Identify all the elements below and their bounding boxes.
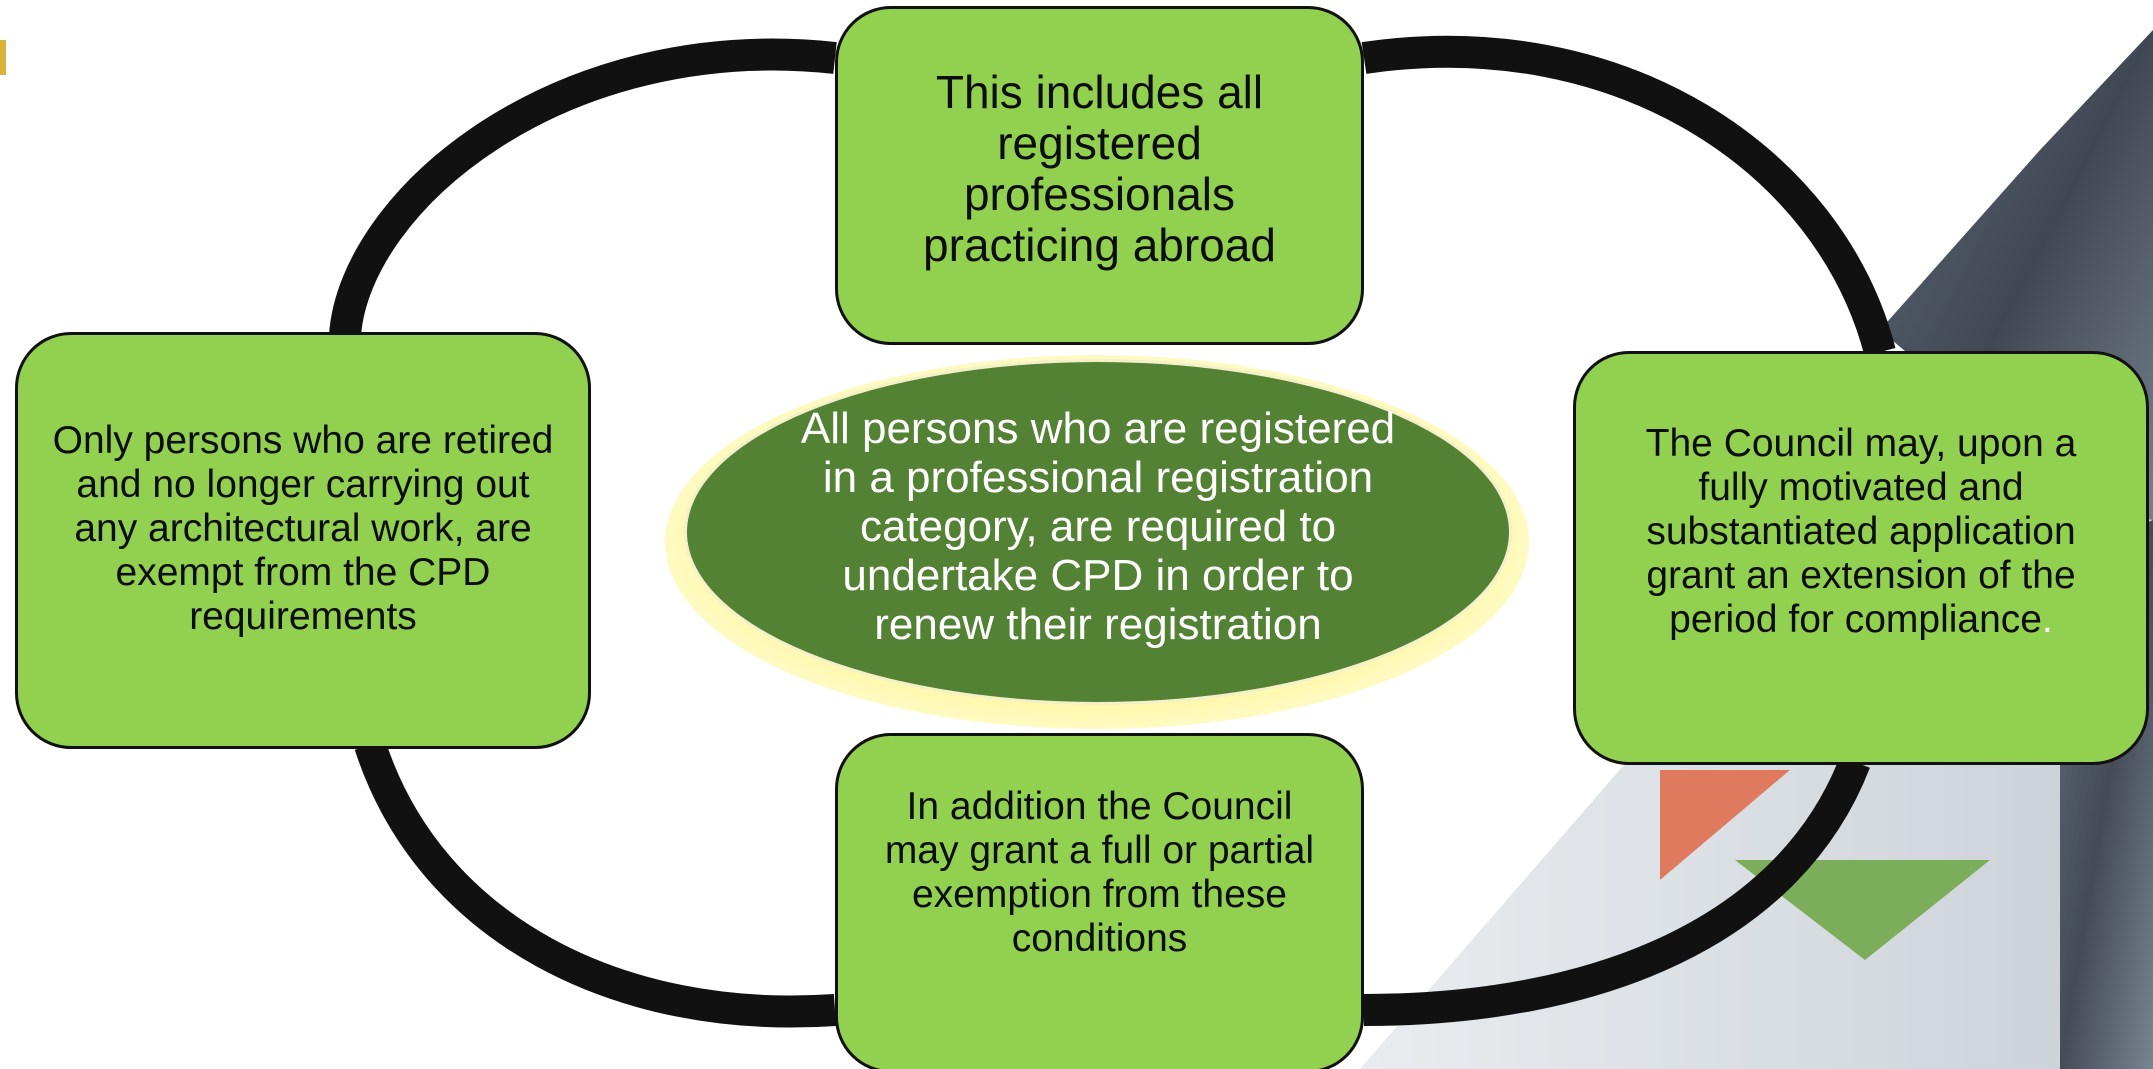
bottom-node: In addition the Council may grant a full… (835, 733, 1364, 1069)
right-node-text-end: . (2042, 598, 2053, 641)
ring-arc-top-right (1361, 35, 1896, 357)
ring-arc-bottom-left (354, 740, 837, 1028)
orange-triangle-shape (1660, 770, 1790, 880)
center-node: All persons who are registered in a prof… (684, 359, 1512, 705)
green-triangle-shape (1735, 860, 1990, 960)
right-node-text: The Council may, upon a fully motivated … (1645, 422, 2077, 641)
left-node: Only persons who are retired and no long… (15, 332, 591, 749)
right-node: The Council may, upon a fully motivated … (1573, 351, 2149, 765)
center-node-text: All persons who are registered in a prof… (800, 403, 1396, 649)
left-node-text: Only persons who are retired and no long… (52, 418, 554, 638)
right-node-text-wrap: The Council may, upon a fully motivated … (1616, 422, 2106, 642)
top-node-text: This includes all registered professiona… (923, 65, 1276, 271)
bottom-node-text: In addition the Council may grant a full… (884, 785, 1315, 960)
ring-arc-top-left (329, 38, 837, 337)
ring-arc-bottom-right (1363, 756, 1870, 1026)
top-node: This includes all registered professiona… (835, 6, 1364, 345)
left-edge-mark (0, 40, 6, 75)
